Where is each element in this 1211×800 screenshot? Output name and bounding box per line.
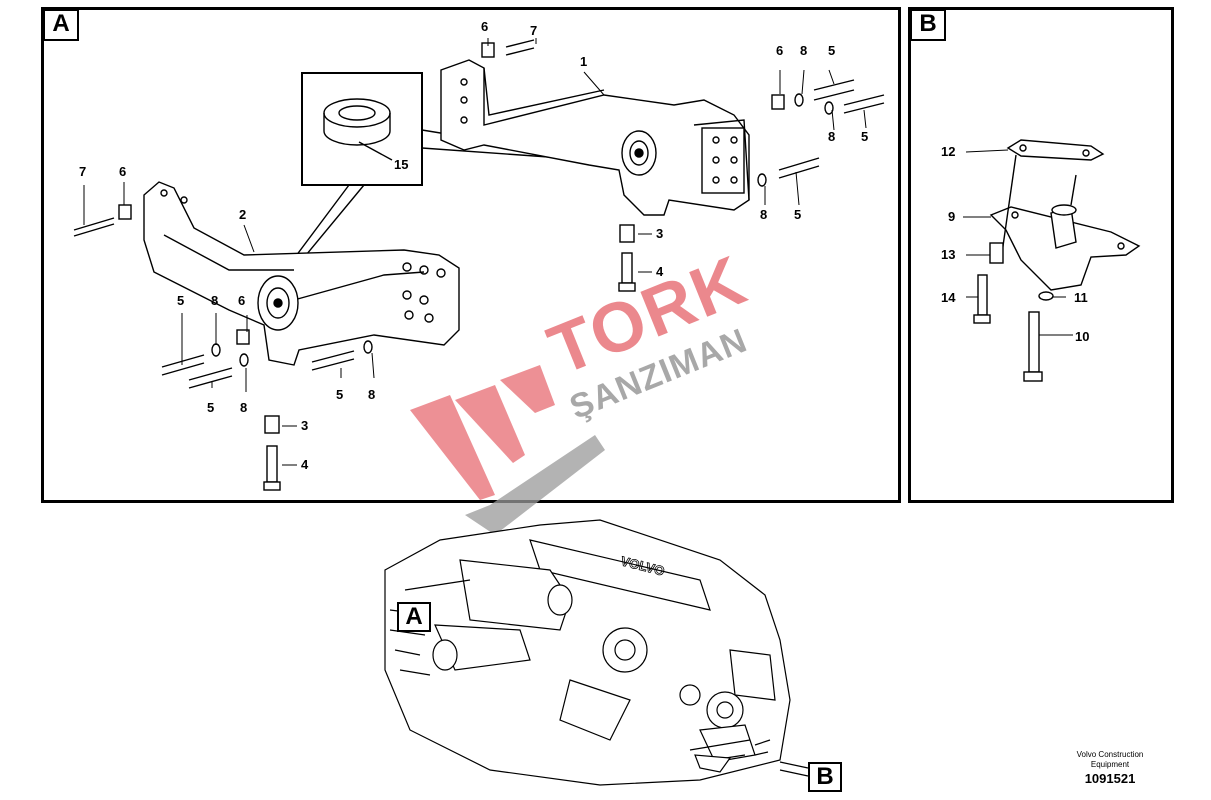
part-label-6: 6 <box>481 19 489 34</box>
part-label-15: 15 <box>394 157 409 172</box>
detail-panel-b: B 12 9 13 14 11 10 <box>908 7 1174 503</box>
panel-b-label: B <box>910 9 946 41</box>
part-label-5: 5 <box>336 387 344 402</box>
plate-12 <box>1006 139 1105 161</box>
panel-b-drawing <box>963 139 1141 382</box>
part-label-8: 8 <box>368 387 376 402</box>
part-label-5: 5 <box>828 43 836 58</box>
part-label-14: 14 <box>941 290 956 305</box>
part-label-8: 8 <box>211 293 219 308</box>
watermark: TORK ŞANZIMAN <box>395 235 795 555</box>
part-label-3: 3 <box>301 418 309 433</box>
drawing-footer: Volvo Construction Equipment 1091521 <box>1050 750 1170 788</box>
part-label-9: 9 <box>948 209 956 224</box>
watermark-logo-icon <box>410 365 605 535</box>
part-label-4: 4 <box>656 264 664 279</box>
part-label-12: 12 <box>941 144 956 159</box>
part-label-13: 13 <box>941 247 956 262</box>
panel-a-fasteners <box>73 39 885 491</box>
company-line-1: Volvo Construction <box>1076 750 1144 759</box>
part-label-5: 5 <box>794 207 802 222</box>
part-label-8: 8 <box>760 207 768 222</box>
part-label-11: 11 <box>1074 290 1088 305</box>
part-label-6: 6 <box>238 293 246 308</box>
part-label-6: 6 <box>776 43 784 58</box>
part-label-8: 8 <box>240 400 248 415</box>
part-label-8: 8 <box>800 43 808 58</box>
detail-inset-box <box>301 72 423 186</box>
part-label-5: 5 <box>861 129 869 144</box>
callout-b: B <box>808 762 842 792</box>
engine-mount-9 <box>989 206 1141 291</box>
drawing-number: 1091521 <box>1084 771 1136 786</box>
callout-a: A <box>397 602 431 632</box>
engine-illustration: VOLVO <box>384 519 809 786</box>
part-label-7: 7 <box>530 23 538 38</box>
part-label-6: 6 <box>119 164 127 179</box>
part-label-8: 8 <box>828 129 836 144</box>
part-label-7: 7 <box>79 164 87 179</box>
part-label-2: 2 <box>239 207 247 222</box>
part-label-10: 10 <box>1075 329 1090 344</box>
part-label-1: 1 <box>580 54 588 69</box>
panel-a-leaders <box>83 38 867 466</box>
engine-overview: VOLVO <box>370 500 840 795</box>
company-line-2: Equipment <box>1090 760 1130 769</box>
panel-a-drawing <box>73 38 885 491</box>
part-label-5: 5 <box>207 400 215 415</box>
part-label-3: 3 <box>656 226 664 241</box>
bracket-2 <box>143 181 460 366</box>
part-label-5: 5 <box>177 293 185 308</box>
panel-a-label: A <box>43 9 79 41</box>
bracket-1 <box>440 59 750 216</box>
detail-panel-a: A <box>41 7 901 503</box>
part-label-4: 4 <box>301 457 309 472</box>
